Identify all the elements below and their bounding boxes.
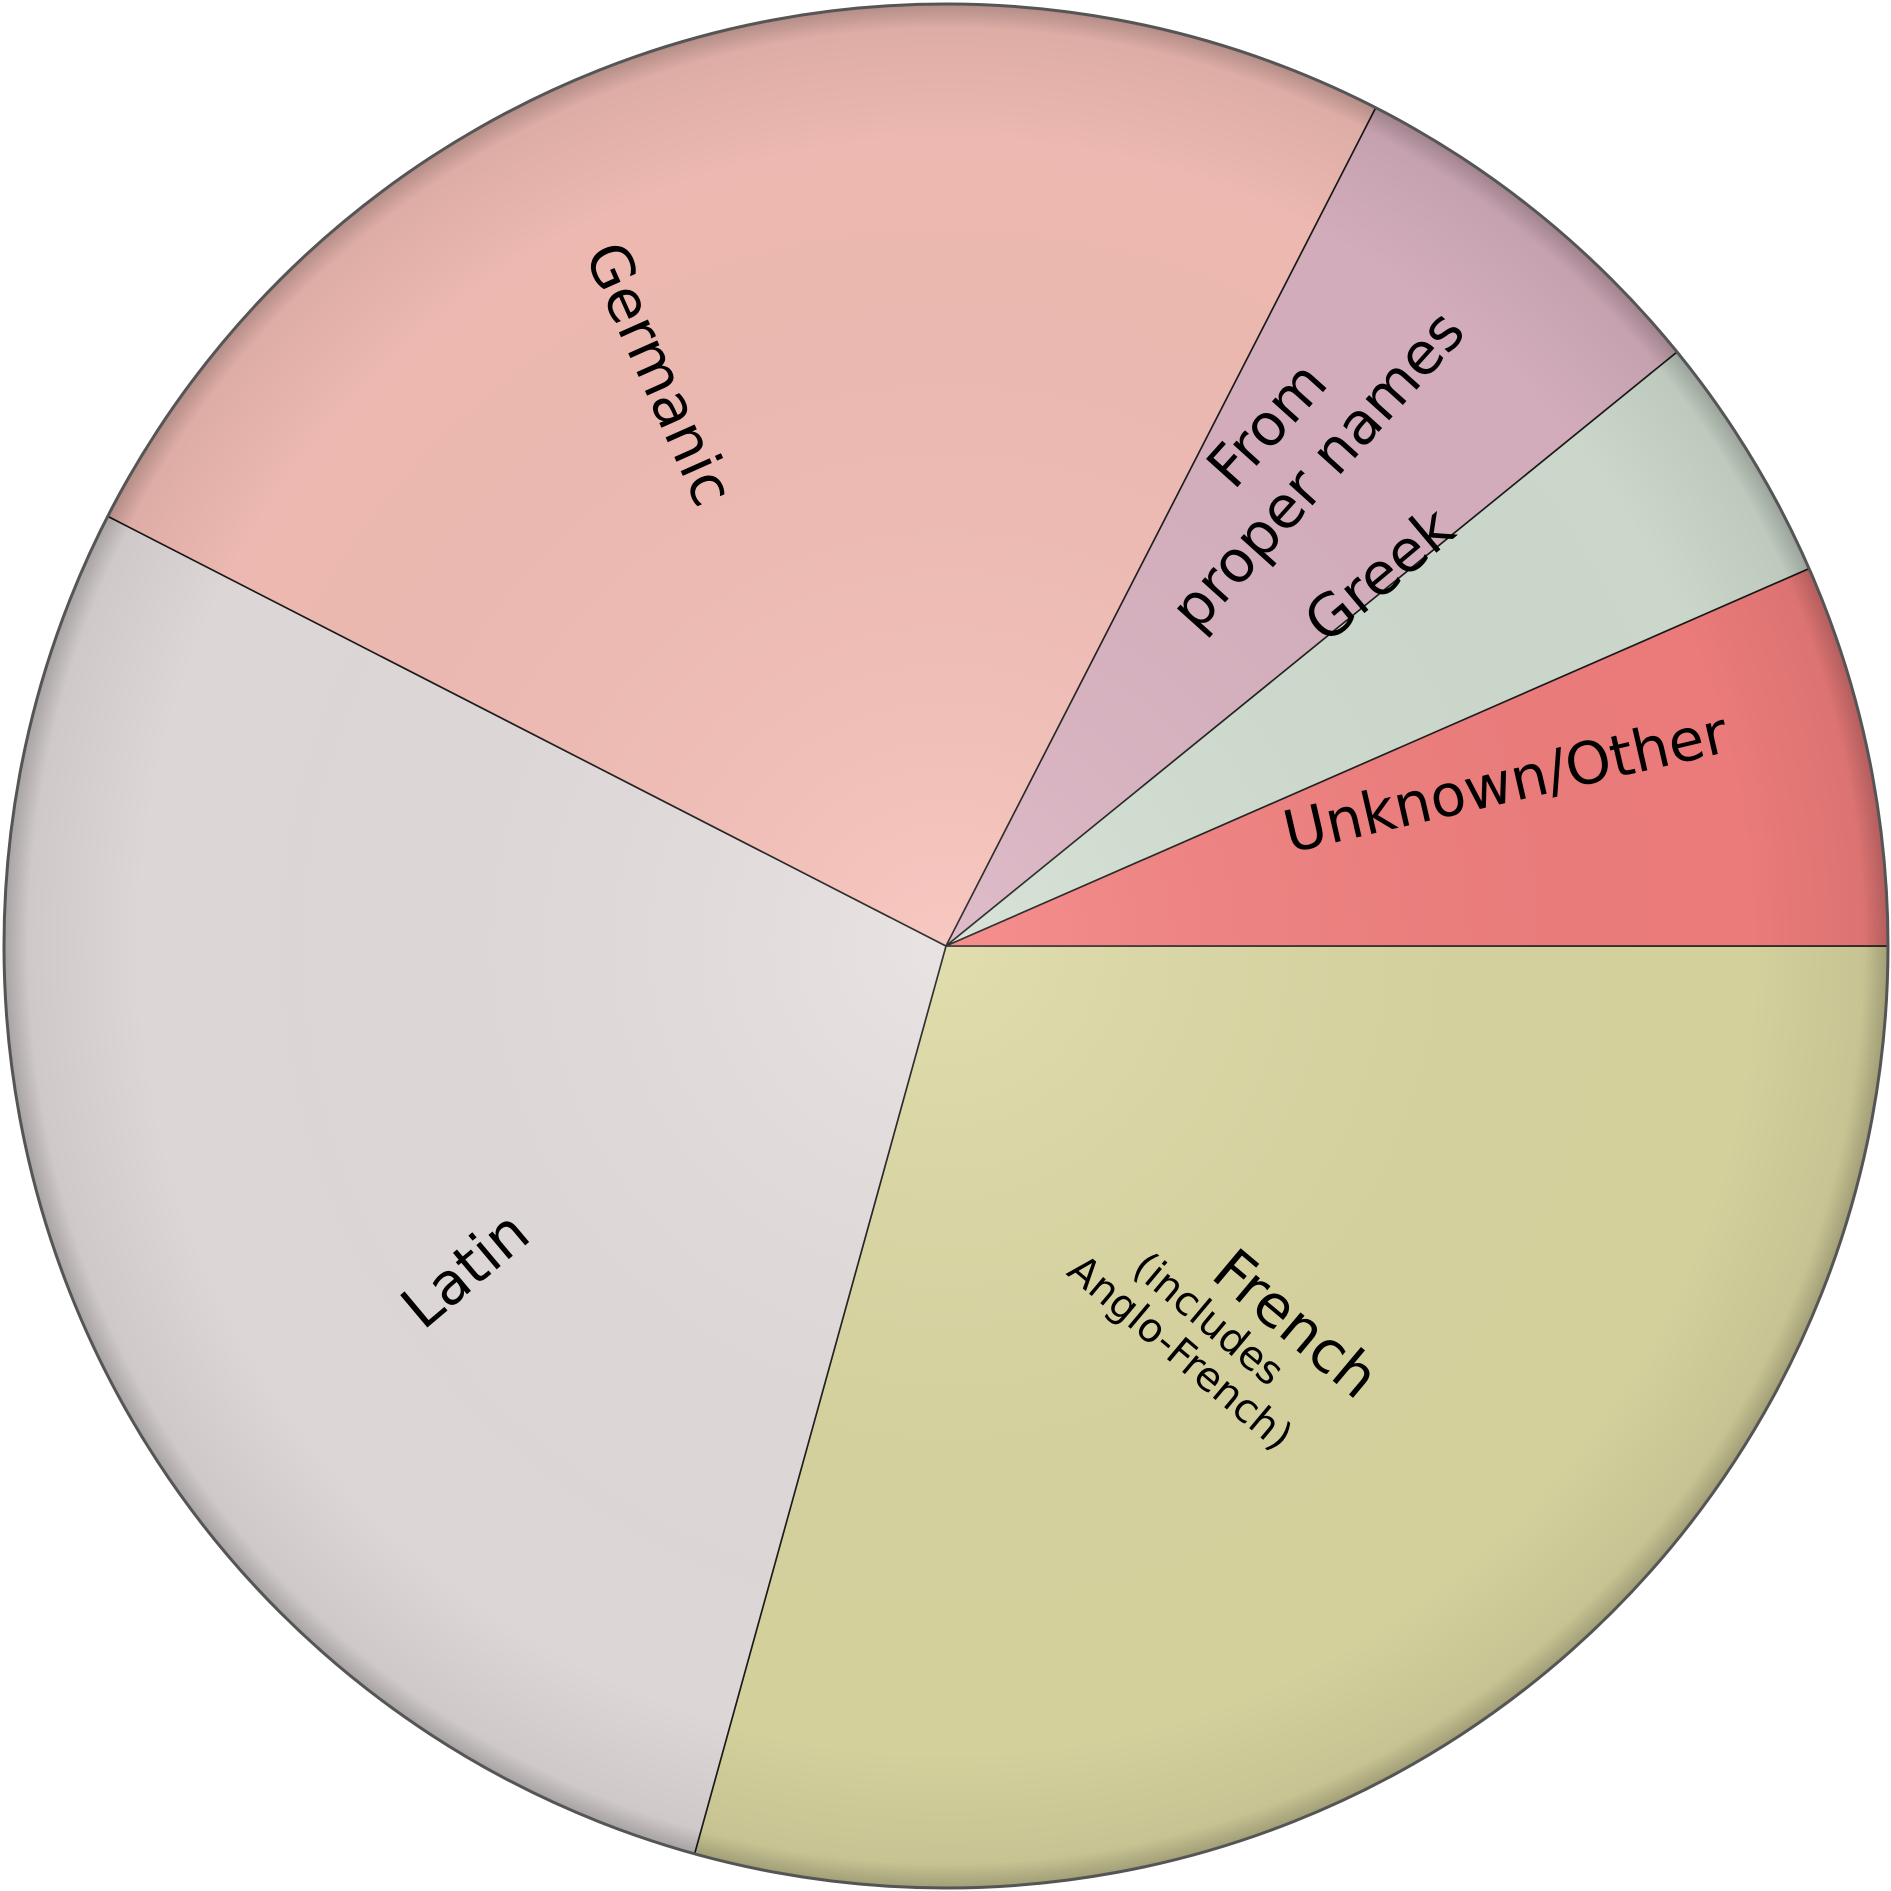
pie-slices bbox=[3, 3, 1889, 1889]
